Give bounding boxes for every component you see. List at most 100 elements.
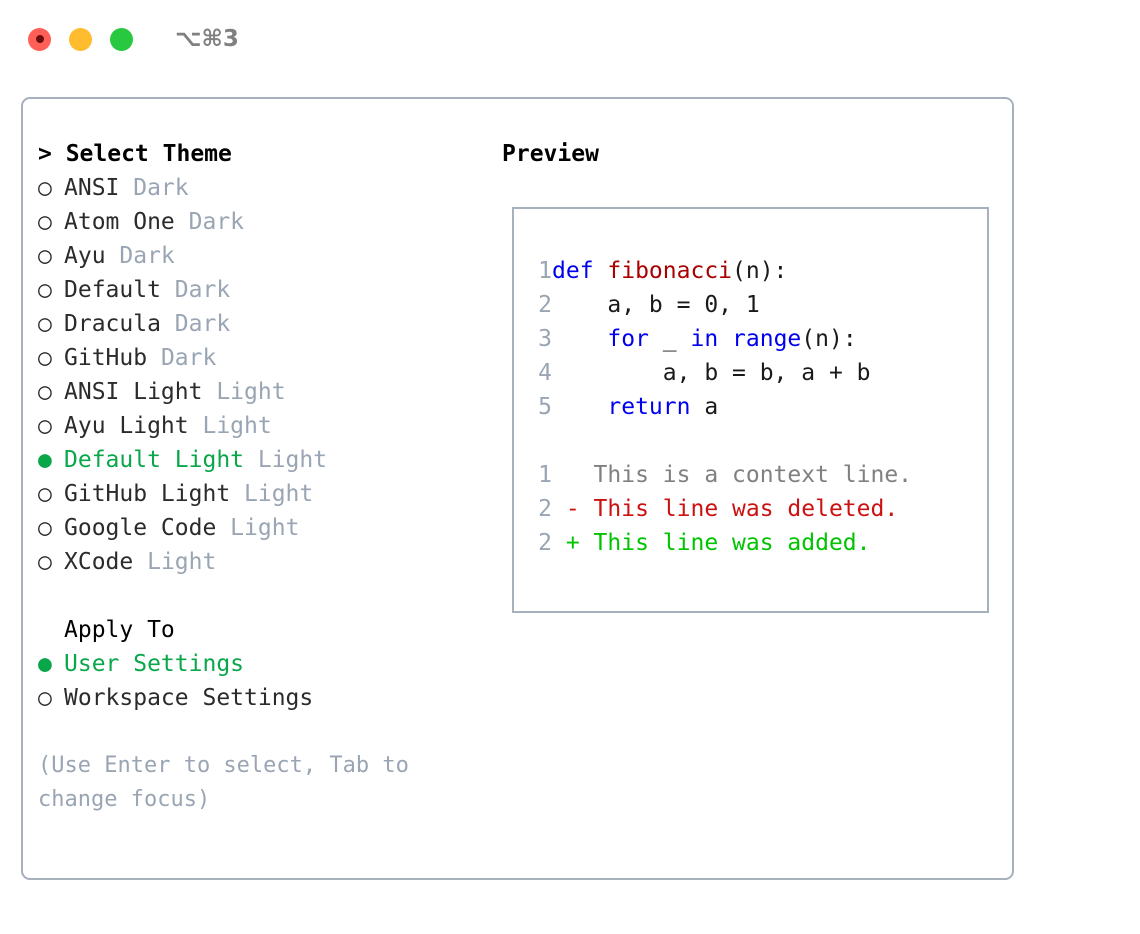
code-token-plain <box>552 326 607 352</box>
code-token-kw: return <box>607 394 691 420</box>
theme-option-label: Ayu <box>64 243 106 269</box>
line-number: 5 <box>538 394 552 420</box>
radio-unselected-icon: ○ <box>38 311 52 337</box>
theme-option-category: Dark <box>105 243 175 269</box>
line-number: 1 <box>538 258 552 284</box>
theme-option-label: ANSI <box>64 175 120 201</box>
radio-selected-icon: ● <box>38 651 52 677</box>
code-token-kw: range <box>732 326 802 352</box>
maximize-button[interactable] <box>110 27 133 51</box>
theme-option-atom-one[interactable]: ○ Atom One Dark <box>38 205 488 239</box>
theme-option-xcode[interactable]: ○ XCode Light <box>38 545 488 579</box>
code-token-plain: (n): <box>801 326 857 352</box>
theme-option-ayu[interactable]: ○ Ayu Dark <box>38 239 488 273</box>
keyboard-shortcut-label: ⌥⌘3 <box>175 26 239 52</box>
code-token-kw: def <box>552 258 608 284</box>
theme-option-category: Dark <box>160 311 231 337</box>
radio-unselected-icon: ○ <box>38 277 52 303</box>
preview-header: Preview <box>502 141 599 167</box>
apply-to-option-label: Workspace Settings <box>64 685 314 711</box>
theme-option-label: Atom One <box>64 209 175 235</box>
radio-unselected-icon: ○ <box>38 549 52 575</box>
theme-option-label: Default Light <box>64 447 245 473</box>
theme-option-category: Light <box>133 549 217 575</box>
radio-unselected-icon: ○ <box>38 345 52 371</box>
code-line: 3 for _ in range(n): <box>526 322 912 356</box>
apply-to-option-user-settings[interactable]: ● User Settings <box>38 647 488 681</box>
code-line: 2 + This line was added. <box>526 526 912 560</box>
theme-option-ansi[interactable]: ○ ANSI Dark <box>38 171 488 205</box>
theme-option-category: Dark <box>119 175 189 201</box>
code-line: 2 a, b = 0, 1 <box>526 288 912 322</box>
theme-option-category: Dark <box>147 345 217 371</box>
theme-option-ayu-light[interactable]: ○ Ayu Light Light <box>38 409 488 443</box>
theme-option-dracula[interactable]: ○ Dracula Dark <box>38 307 488 341</box>
title-bar: ⌥⌘3 <box>0 0 1140 78</box>
line-number: 3 <box>538 326 552 352</box>
radio-unselected-icon: ○ <box>38 209 52 235</box>
code-token-plain: a, b = 0, 1 <box>552 292 760 318</box>
radio-unselected-icon: ○ <box>38 515 52 541</box>
apply-to-header: Apply To <box>64 617 175 643</box>
code-token-del: - This line was deleted. <box>552 496 899 522</box>
theme-option-label: Ayu Light <box>64 413 189 439</box>
code-token-plain <box>718 326 732 352</box>
code-line: 2 - This line was deleted. <box>526 492 912 526</box>
code-token-plain: _ <box>648 326 691 352</box>
code-line: 4 a, b = b, a + b <box>526 356 912 390</box>
theme-option-label: XCode <box>64 549 134 575</box>
theme-list-column: > Select Theme ○ANSI Dark○Atom One Dark○… <box>38 137 488 817</box>
keyboard-hint-text: (Use Enter to select, Tab to change focu… <box>38 753 423 812</box>
code-token-plain <box>552 394 607 420</box>
theme-option-github-light[interactable]: ○ GitHub Light Light <box>38 477 488 511</box>
theme-option-category: Light <box>188 413 272 439</box>
theme-option-category: Dark <box>160 277 231 303</box>
code-token-fn: fibonacci <box>607 258 733 284</box>
code-token-plain: a, b = b, a + b <box>552 360 871 386</box>
theme-option-category: Light <box>202 379 286 405</box>
theme-option-list: ○ ANSI Dark ○ Atom One Dark ○ Ayu Dark ○ Defaul… <box>38 171 488 579</box>
radio-unselected-icon: ○ <box>38 413 52 439</box>
radio-unselected-icon: ○ <box>38 175 52 201</box>
code-token-kw: for <box>607 326 649 352</box>
theme-option-category: Light <box>230 481 314 507</box>
radio-selected-icon: ● <box>38 447 52 473</box>
theme-option-category: Light <box>244 447 328 473</box>
radio-unselected-icon: ○ <box>38 379 52 405</box>
theme-option-default[interactable]: ○ Default Dark <box>38 273 488 307</box>
radio-unselected-icon: ○ <box>38 481 52 507</box>
code-line: 1def fibonacci(n): <box>526 254 912 288</box>
line-number: 2 <box>538 496 552 522</box>
theme-option-category: Dark <box>174 209 245 235</box>
code-token-add: + This line was added. <box>552 530 871 556</box>
close-button[interactable] <box>28 27 51 51</box>
code-blank-line <box>526 424 912 458</box>
theme-option-ansi-light[interactable]: ○ ANSI Light Light <box>38 375 488 409</box>
radio-unselected-icon: ○ <box>38 243 52 269</box>
apply-to-option-list: ● User Settings ○ Workspace Settings <box>38 647 488 715</box>
line-number: 1 <box>538 462 552 488</box>
apply-to-option-workspace-settings[interactable]: ○ Workspace Settings <box>38 681 488 715</box>
theme-option-google-code[interactable]: ○ Google Code Light <box>38 511 488 545</box>
theme-option-github[interactable]: ○GitHub Dark <box>38 341 488 375</box>
code-token-ctx: This is a context line. <box>552 462 913 488</box>
line-number: 2 <box>538 530 552 556</box>
minimize-button[interactable] <box>69 27 92 51</box>
theme-option-category: Light <box>216 515 300 541</box>
apply-to-option-label: User Settings <box>64 651 245 677</box>
code-token-kw: in <box>690 326 719 352</box>
code-token-plain: (n): <box>732 258 788 284</box>
code-line: 5 return a <box>526 390 912 424</box>
radio-unselected-icon: ○ <box>38 685 52 711</box>
code-token-plain: a <box>690 394 719 420</box>
theme-option-label: ANSI Light <box>64 379 203 405</box>
line-number: 4 <box>538 360 552 386</box>
theme-option-label: Dracula <box>64 311 161 337</box>
theme-option-default-light[interactable]: ● Default Light Light <box>38 443 488 477</box>
theme-option-label: GitHub Light <box>64 481 231 507</box>
theme-option-label: Default <box>64 277 161 303</box>
theme-option-label: Google Code <box>64 515 217 541</box>
